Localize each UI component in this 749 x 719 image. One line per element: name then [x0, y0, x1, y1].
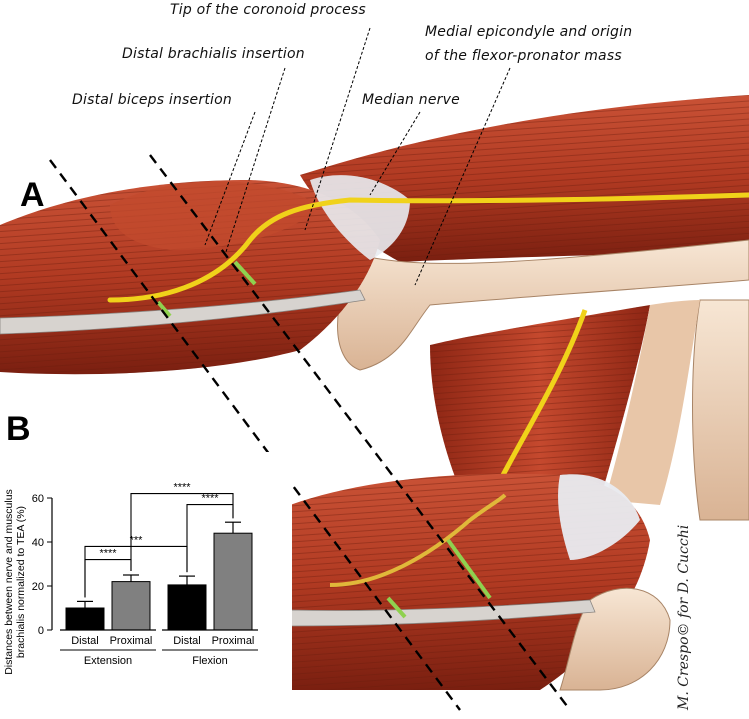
significance-label: ****	[201, 493, 219, 505]
bar	[168, 585, 206, 630]
label-epicondyle-line2: of the flexor-pronator mass	[425, 48, 622, 64]
y-tick-label: 60	[32, 493, 44, 505]
y-tick-label: 40	[32, 537, 44, 549]
group-label: Flexion	[192, 655, 227, 667]
y-tick-label: 20	[32, 581, 44, 593]
bar	[112, 582, 150, 630]
x-tick-label: Distal	[173, 635, 201, 647]
artist-signature: M. Crespo© for D. Cucchi	[676, 525, 692, 710]
bar-chart: Distances between nerve and musculus bra…	[0, 452, 292, 715]
bar	[66, 608, 104, 630]
significance-label: ****	[173, 482, 191, 494]
y-tick-label: 0	[38, 625, 44, 637]
bar	[214, 533, 252, 630]
y-axis-title-line1: Distances between nerve and musculus	[3, 489, 15, 675]
ulna-vertical	[693, 300, 749, 520]
x-tick-label: Proximal	[212, 635, 255, 647]
chart-panel: B Distances between nerve and musculus b…	[0, 452, 292, 715]
label-median-nerve: Median nerve	[362, 92, 460, 108]
x-tick-label: Proximal	[110, 635, 153, 647]
x-tick-label: Distal	[71, 635, 99, 647]
y-axis-title-line2: brachialis normalized to TEA (%)	[15, 506, 27, 658]
panel-label-a: A	[20, 176, 45, 215]
group-label: Extension	[84, 655, 132, 667]
panel-label-b: B	[6, 410, 31, 449]
label-biceps-insertion: Distal biceps insertion	[72, 92, 232, 108]
significance-label: ***	[130, 534, 144, 546]
label-brachialis-insertion: Distal brachialis insertion	[122, 46, 305, 62]
significance-label: ****	[99, 548, 117, 560]
label-epicondyle-line1: Medial epicondyle and origin	[425, 24, 632, 40]
label-coronoid-process: Tip of the coronoid process	[170, 2, 366, 18]
